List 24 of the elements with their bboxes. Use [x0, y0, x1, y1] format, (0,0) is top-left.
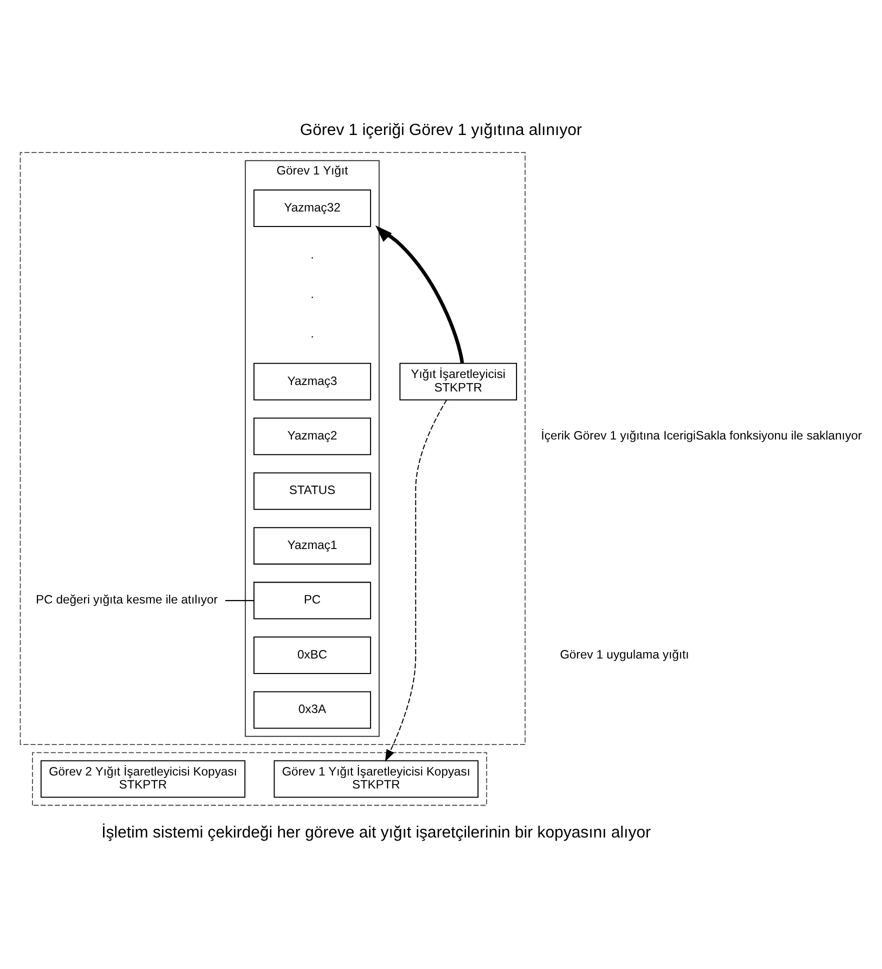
node-box: Yazmaç32 — [253, 189, 372, 227]
node-box: 0xBC — [253, 636, 372, 674]
label: . — [310, 286, 314, 301]
diagram-title: Görev 1 içeriği Görev 1 yığıtına alınıyor — [300, 120, 582, 139]
node-box: Yazmaç1 — [253, 526, 372, 564]
arrow — [375, 224, 464, 363]
node-box: Yazmaç3 — [253, 362, 372, 400]
arrow — [385, 399, 448, 762]
node-box: 0x3A — [253, 690, 372, 728]
caption: İşletim sistemi çekirdeği her göreve ait yığıt işaretçilerinin bir kopyasını alıyor — [101, 823, 651, 842]
label: İçerik Görev 1 yığıtına IcerigiSakla fonksiyonu ile saklanıyor — [541, 428, 862, 442]
label: . — [310, 326, 314, 340]
node-box: STATUS — [253, 472, 372, 510]
node-box: Görev 2 Yığıt İşaretleyicisi Kopyası STKPTR — [40, 760, 246, 798]
connector — [225, 600, 254, 601]
cluster — [32, 752, 488, 806]
node-box: PC — [253, 581, 372, 619]
label: Görev 1 uygulama yığıtı — [560, 646, 690, 661]
node-text: PC değeri yığıta kesme ile atılıyor — [36, 592, 218, 606]
label: . — [310, 247, 314, 262]
node-box: Yazmaç2 — [253, 417, 372, 455]
node-box: Yığıt İşaretleyicisi STKPTR — [399, 362, 518, 400]
node-box: Görev 1 Yığıt İşaretleyicisi Kopyası STKPTR — [274, 760, 478, 798]
cluster — [20, 152, 526, 744]
